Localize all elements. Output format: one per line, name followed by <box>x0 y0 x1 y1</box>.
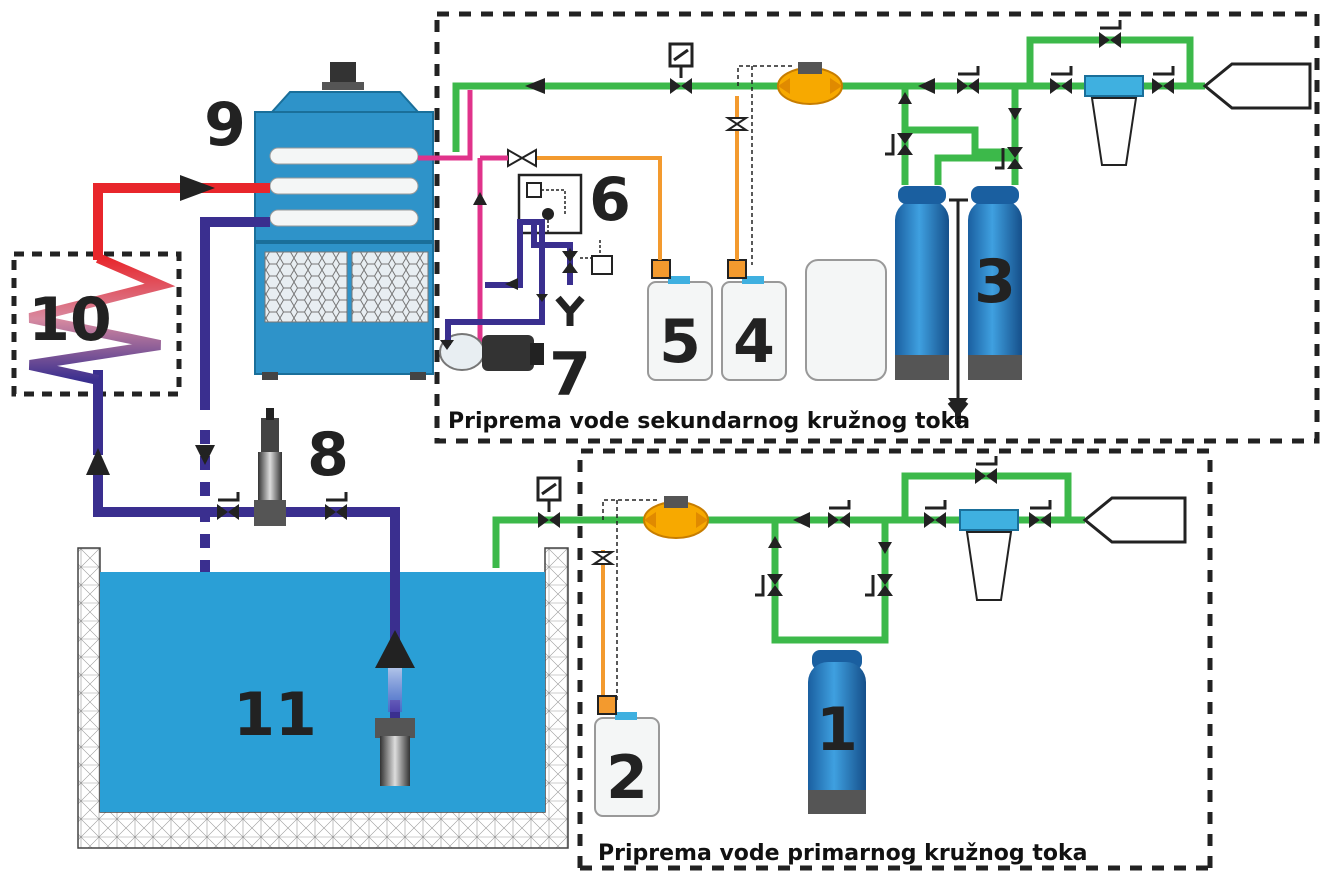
label-11: 11 <box>233 680 317 750</box>
label-7: 7 <box>549 340 591 410</box>
flow-arrow-icon <box>375 630 415 668</box>
bypass-valve-icon <box>975 468 997 484</box>
cooling-tower <box>254 62 434 380</box>
check-valve-icon <box>590 551 616 565</box>
solenoid-valve-blowdown-icon <box>562 251 578 273</box>
bypass-valve-icon <box>1099 32 1121 48</box>
flow-arrow-icon <box>793 512 810 528</box>
drain-icon <box>555 295 585 326</box>
check-valve-icon <box>507 148 537 168</box>
dosing-tank-4 <box>721 259 787 381</box>
label-8: 8 <box>307 420 349 490</box>
valve-icon <box>1029 512 1051 528</box>
secondary-green-piping <box>452 36 1205 185</box>
flow-arrow-icon <box>473 192 487 205</box>
brine-tank <box>805 259 887 381</box>
flowmeter-secondary-icon <box>777 62 843 105</box>
valve-icon <box>767 574 783 596</box>
valve-icon <box>325 504 347 520</box>
primary-section-caption: Priprema vode primarnog kružnog toka <box>598 841 1087 866</box>
water-inlet-secondary-icon <box>1202 62 1312 110</box>
label-3: 3 <box>974 247 1016 317</box>
check-valve-icon <box>724 117 750 131</box>
dosing-tank-2 <box>594 695 660 817</box>
secondary-section-frame <box>434 11 1320 444</box>
valve-icon <box>217 504 239 520</box>
water-inlet-primary-icon <box>1082 496 1187 544</box>
valve-icon <box>897 133 913 155</box>
primary-section-frame <box>577 448 1213 868</box>
blue-return-piping <box>93 217 400 720</box>
flow-arrow-icon <box>918 78 935 94</box>
label-6: 6 <box>589 165 631 235</box>
flow-arrow-icon <box>1008 108 1022 120</box>
flow-arrow-icon <box>768 536 782 548</box>
solenoid-valve-primary-icon <box>538 512 560 528</box>
label-2: 2 <box>606 743 648 813</box>
label-1: 1 <box>816 695 858 765</box>
valve-icon <box>924 512 946 528</box>
label-9: 9 <box>204 90 246 160</box>
flowmeter-primary-icon <box>643 496 709 539</box>
valve-icon <box>877 574 893 596</box>
filter-primary-icon <box>959 509 1019 601</box>
label-10: 10 <box>28 285 112 355</box>
process-pump-8 <box>254 408 286 526</box>
flow-arrow-icon <box>898 92 912 104</box>
solenoid-valve-secondary-icon <box>670 78 692 94</box>
heat-exchanger-coil <box>28 253 176 385</box>
circulation-pump-7 <box>439 333 544 371</box>
secondary-section-caption: Priprema vode sekundarnog kružnog toka <box>448 409 970 434</box>
flow-arrow-icon <box>180 175 215 201</box>
softener-vessels <box>895 186 1022 424</box>
valve-icon <box>957 78 979 94</box>
flow-arrow-icon <box>525 78 545 94</box>
flow-arrow-icon <box>195 445 215 465</box>
softener-vessel-1 <box>808 650 866 814</box>
label-5: 5 <box>659 307 701 377</box>
valve-icon <box>828 512 850 528</box>
dosing-tank-5 <box>647 259 713 381</box>
valve-icon <box>1152 78 1174 94</box>
submersible-pump <box>375 718 415 786</box>
water-basin <box>77 547 569 849</box>
flow-arrow-icon <box>878 542 892 554</box>
filter-secondary-icon <box>1084 75 1144 166</box>
label-4: 4 <box>733 307 775 377</box>
valve-icon <box>1050 78 1072 94</box>
flow-arrow-icon <box>86 448 110 475</box>
